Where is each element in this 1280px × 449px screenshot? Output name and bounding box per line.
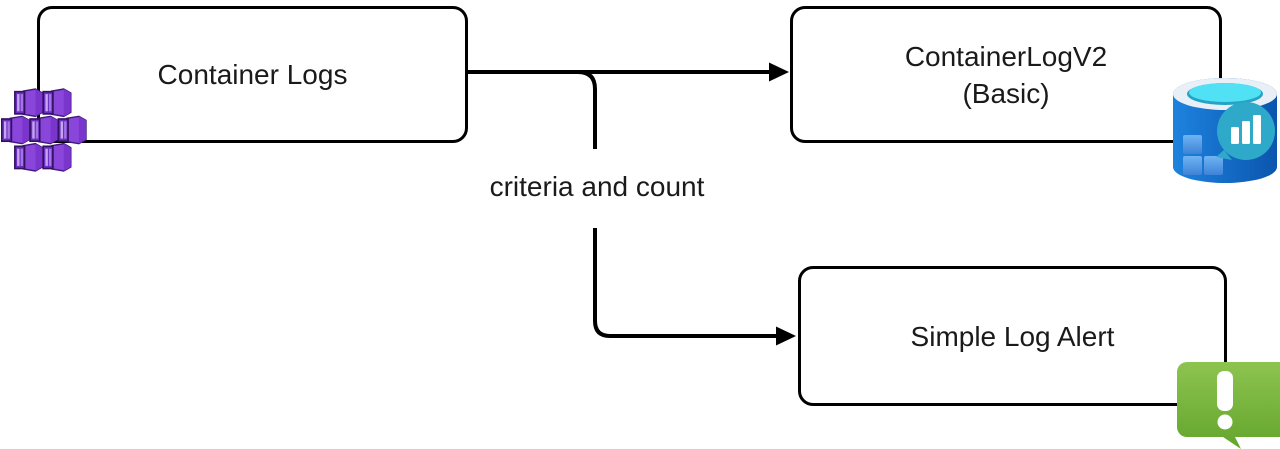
node-simple-log-alert-label: Simple Log Alert (910, 320, 1115, 352)
arrow-branch-to-simple-log-alert (577, 70, 796, 346)
bar-chart-icon (1231, 115, 1261, 144)
containers-icon (1, 88, 87, 172)
alert-icon (1177, 362, 1280, 449)
node-container-logs-label: Container Logs (157, 59, 348, 90)
node-containerlogv2-label-line2: (Basic) (962, 77, 1050, 109)
node-simple-log-alert: Simple Log Alert (798, 266, 1227, 406)
arrow-container-logs-to-containerlogv2 (467, 62, 789, 82)
arrowhead-icon (776, 326, 796, 346)
exclamation-icon (1217, 371, 1233, 430)
node-container-logs: Container Logs (37, 6, 468, 143)
node-containerlogv2-label-line1: ContainerLogV2 (904, 40, 1108, 72)
arrowhead-icon (769, 62, 789, 82)
edge-label-criteria-and-count: criteria and count (489, 171, 705, 202)
log-analytics-icon (1173, 78, 1277, 183)
node-containerlogv2: ContainerLogV2 (Basic) (790, 6, 1222, 143)
